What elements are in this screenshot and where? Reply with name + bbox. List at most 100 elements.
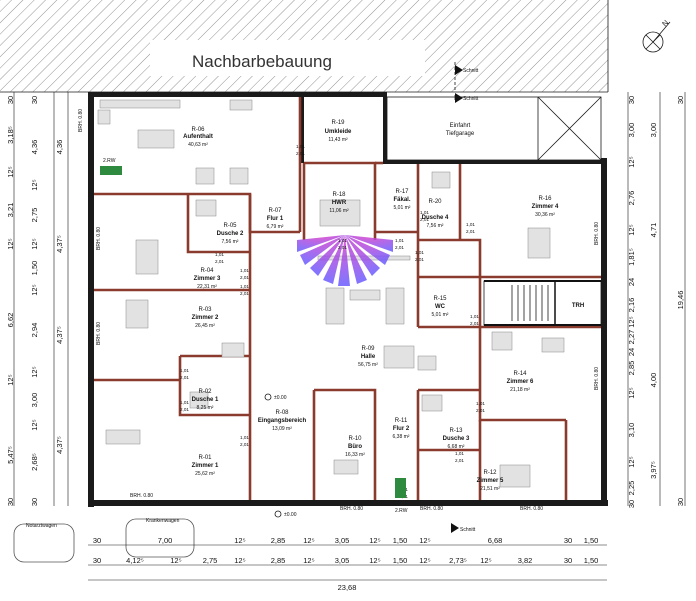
svg-text:30: 30 xyxy=(93,536,101,545)
svg-text:30: 30 xyxy=(564,536,572,545)
outer-walls xyxy=(88,92,608,507)
svg-text:2,85: 2,85 xyxy=(271,536,286,545)
svg-text:1,01: 1,01 xyxy=(420,210,429,215)
room-name: Dusche 2 xyxy=(217,231,244,237)
vehicles: Notarztwagen Krankenwagen xyxy=(13,518,195,563)
svg-text:1,01: 1,01 xyxy=(476,401,485,406)
garage-label-2: Tiefgarage xyxy=(446,131,475,137)
svg-text:2,01: 2,01 xyxy=(476,408,485,413)
svg-text:Notarztwagen: Notarztwagen xyxy=(26,523,57,529)
stair-block xyxy=(483,280,602,326)
svg-text:1,50: 1,50 xyxy=(30,261,39,276)
svg-text:12⁵: 12⁵ xyxy=(627,156,636,167)
svg-text:30: 30 xyxy=(6,96,15,104)
room-area: 30,36 m² xyxy=(535,212,555,218)
room-name: Aufenthalt xyxy=(183,134,213,140)
svg-text:±0.00: ±0.00 xyxy=(274,395,287,401)
room-id: R-05 xyxy=(223,223,237,229)
svg-text:30: 30 xyxy=(6,498,15,506)
furniture xyxy=(97,99,565,488)
svg-text:12⁵: 12⁵ xyxy=(369,536,380,545)
svg-text:12⁵: 12⁵ xyxy=(303,556,314,565)
svg-text:Krankenwagen: Krankenwagen xyxy=(146,518,180,524)
svg-text:1,50: 1,50 xyxy=(584,556,599,565)
svg-text:3,05: 3,05 xyxy=(335,536,350,545)
svg-text:2,73⁵: 2,73⁵ xyxy=(449,556,467,565)
room-name: Zimmer 5 xyxy=(477,478,504,484)
room-name: Flur 2 xyxy=(393,426,410,432)
svg-text:1,01: 1,01 xyxy=(296,144,305,149)
room-name: Zimmer 4 xyxy=(532,204,559,210)
svg-text:12⁵: 12⁵ xyxy=(6,238,15,249)
svg-text:2,01: 2,01 xyxy=(240,275,249,280)
svg-text:2,01: 2,01 xyxy=(240,442,249,447)
north-letter: N xyxy=(660,18,670,28)
svg-text:1,01: 1,01 xyxy=(240,435,249,440)
svg-text:2,85: 2,85 xyxy=(271,556,286,565)
svg-text:2,01: 2,01 xyxy=(338,245,347,250)
svg-text:BRH. 0.80: BRH. 0.80 xyxy=(594,367,600,390)
svg-text:3,05: 3,05 xyxy=(335,556,350,565)
room-area: 13,09 m² xyxy=(272,426,292,432)
room-area: 25,62 m² xyxy=(195,471,215,477)
svg-text:2,01: 2,01 xyxy=(395,245,404,250)
svg-text:2,25: 2,25 xyxy=(627,481,636,496)
room-area: 7,56 m² xyxy=(222,239,239,245)
room-name: WC xyxy=(435,304,446,310)
svg-text:12⁵: 12⁵ xyxy=(6,166,15,177)
section-label-bottom: Schnitt xyxy=(460,527,476,533)
garage-ramp xyxy=(386,96,602,161)
svg-text:3,00: 3,00 xyxy=(627,123,636,138)
room-area: 5,01 m² xyxy=(394,205,411,211)
svg-text:12⁵: 12⁵ xyxy=(30,179,39,190)
svg-text:1,01: 1,01 xyxy=(215,252,224,257)
svg-text:2,01: 2,01 xyxy=(466,229,475,234)
svg-text:4,37⁵: 4,37⁵ xyxy=(55,235,64,253)
room-area: 7,56 m² xyxy=(427,223,444,229)
room-id: R-04 xyxy=(200,268,214,274)
room-id: R-08 xyxy=(275,410,289,416)
svg-text:12⁵: 12⁵ xyxy=(30,419,39,430)
svg-text:3,00: 3,00 xyxy=(649,123,658,138)
room-name: Zimmer 3 xyxy=(194,276,221,282)
svg-text:2,01: 2,01 xyxy=(180,407,189,412)
svg-text:1,50: 1,50 xyxy=(584,536,599,545)
svg-text:2,94: 2,94 xyxy=(30,323,39,338)
svg-text:3,18⁵: 3,18⁵ xyxy=(6,126,15,144)
svg-text:4,36: 4,36 xyxy=(55,140,64,155)
room-name: Umkleide xyxy=(325,129,352,135)
svg-text:2,01: 2,01 xyxy=(455,458,464,463)
room-id: R-03 xyxy=(198,307,212,313)
neighbor-hatch xyxy=(0,0,609,93)
svg-text:12⁵: 12⁵ xyxy=(303,536,314,545)
svg-text:BRH. 0.80: BRH. 0.80 xyxy=(96,227,102,250)
svg-text:6,68: 6,68 xyxy=(488,536,503,545)
svg-text:12⁵: 12⁵ xyxy=(234,556,245,565)
svg-text:1,01: 1,01 xyxy=(415,250,424,255)
trh-label: TRH xyxy=(572,303,584,309)
svg-text:12⁵: 12⁵ xyxy=(627,387,636,398)
svg-text:12⁵: 12⁵ xyxy=(419,536,430,545)
svg-text:2,85: 2,85 xyxy=(627,361,636,376)
svg-text:BRH. 0.80: BRH. 0.80 xyxy=(520,506,543,512)
svg-text:±0.00: ±0.00 xyxy=(284,512,297,518)
room-area: 21,18 m² xyxy=(510,387,530,393)
svg-text:12⁵: 12⁵ xyxy=(6,374,15,385)
svg-text:2,75: 2,75 xyxy=(203,556,218,565)
svg-text:1,01: 1,01 xyxy=(470,314,479,319)
svg-text:1,01: 1,01 xyxy=(466,222,475,227)
room-id: R-14 xyxy=(513,371,527,377)
svg-text:30: 30 xyxy=(30,498,39,506)
section-label-top2: Schnitt xyxy=(463,96,479,102)
room-area: 11,43 m² xyxy=(328,137,348,143)
svg-text:12⁵: 12⁵ xyxy=(170,556,181,565)
room-id: R-09 xyxy=(361,346,375,352)
dims-left-third: 4,36 4,37⁵ 4,37⁵ 4,37⁵ xyxy=(55,140,64,454)
svg-text:BRH. 0.80: BRH. 0.80 xyxy=(96,322,102,345)
svg-text:30: 30 xyxy=(93,556,101,565)
svg-text:1,01: 1,01 xyxy=(240,284,249,289)
svg-text:BRH. 0.80: BRH. 0.80 xyxy=(594,222,600,245)
room-area: 11,06 m² xyxy=(329,208,349,214)
svg-text:3,82: 3,82 xyxy=(518,556,533,565)
svg-text:1,01: 1,01 xyxy=(455,451,464,456)
